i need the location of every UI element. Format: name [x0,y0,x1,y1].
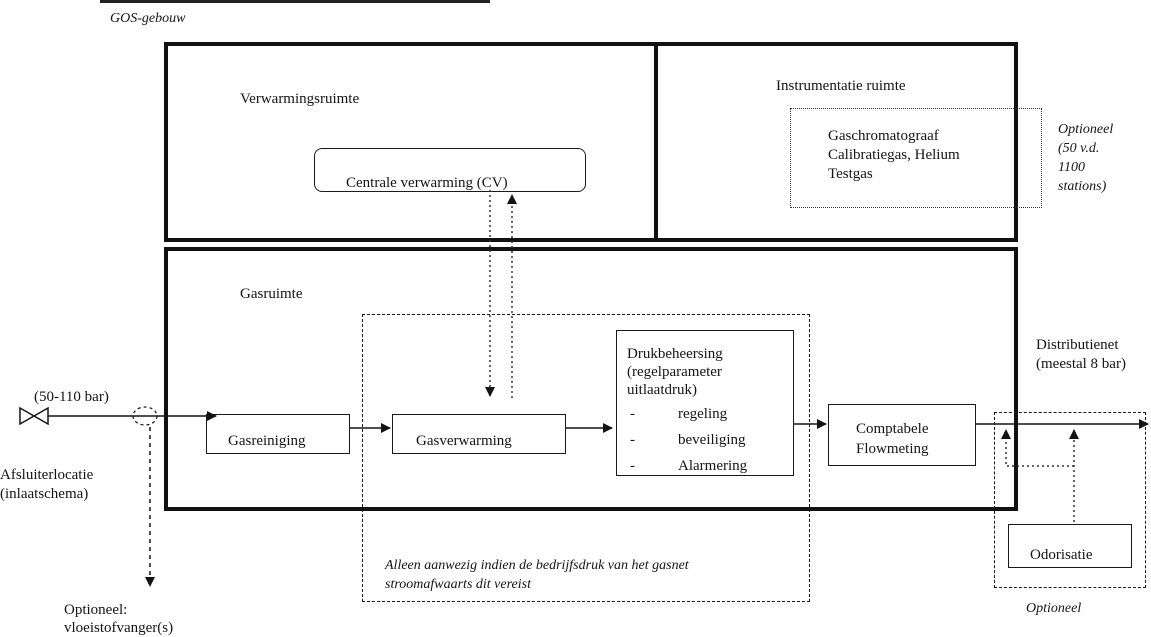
odorisation-label: Odorisatie [1030,547,1093,563]
pressure-line-3: uitlaatdruk) [627,382,697,398]
optional-gc-line-2: (50 v.d. [1058,141,1100,156]
valve-location-line-1: Afsluiterlocatie [0,467,94,483]
optional-gc-line-1: Optioneel [1058,122,1114,137]
odorisation-region [994,412,1146,588]
distribution-line-1: Distributienet [1036,337,1119,353]
gas-cleaning-label: Gasreiniging [228,433,306,449]
instrument-room [654,42,1018,242]
optional-odor-label: Optioneel [1026,601,1082,616]
gc-line-2: Calibratiegas, Helium [828,147,960,163]
gas-heating-box [392,414,566,454]
metering-line-1: Comptabele [856,421,929,437]
gas-room-label: Gasruimte [240,286,303,302]
pressure-line-1: Drukbeheersing [627,346,723,362]
valve-location-line-2: (inlaatschema) [0,486,89,502]
optional-catcher-line-2: vloeistofvanger(s) [64,620,174,636]
pressure-dash-1: - [630,406,635,422]
optional-gc-line-3: 1100 [1058,160,1085,175]
central-heating-box [314,148,586,192]
gas-cleaning-box [206,414,350,454]
building-label: GOS-gebouw [110,11,186,26]
gas-room [164,247,1018,511]
pressure-control-box [616,330,794,476]
pressure-item-1: regeling [678,406,728,422]
optional-catcher-line-1: Optioneel: [64,602,128,618]
gc-box [790,108,1042,208]
pressure-item-3: Alarmering [678,458,748,474]
pressure-item-2: beveiliging [678,432,746,448]
valve-icon [19,406,49,426]
pressure-dash-3: - [630,458,635,474]
gc-line-3: Testgas [828,166,873,182]
central-heating-label: Centrale verwarming (CV) [346,175,508,191]
heating-room-label: Verwarmingsruimte [240,91,360,107]
gc-line-1: Gaschromatograaf [828,128,939,144]
odor-feedback-line [1001,429,1074,467]
optional-gc-line-4: stations) [1058,179,1107,194]
conditional-note-line-2: stroomafwaarts dit vereist [385,577,531,592]
odorisation-box [1008,524,1132,568]
instrument-room-label: Instrumentatie ruimte [776,78,906,94]
conditional-note-line-1: Alleen aanwezig indien de bedrijfsdruk v… [385,558,689,573]
pressure-control-content: Drukbeheersing (regelparameter uitlaatdr… [616,330,794,476]
metering-box [828,404,976,466]
inlet-pressure-label: (50-110 bar) [34,389,109,405]
distribution-line-2: (meestal 8 bar) [1036,356,1126,372]
pressure-line-2: (regelparameter [627,364,722,380]
catcher-branch-ellipse [132,406,158,426]
pressure-dash-2: - [630,432,635,448]
conditional-region [362,314,810,602]
header-rule [100,0,490,3]
gas-heating-label: Gasverwarming [416,433,512,449]
metering-line-2: Flowmeting [856,441,929,457]
